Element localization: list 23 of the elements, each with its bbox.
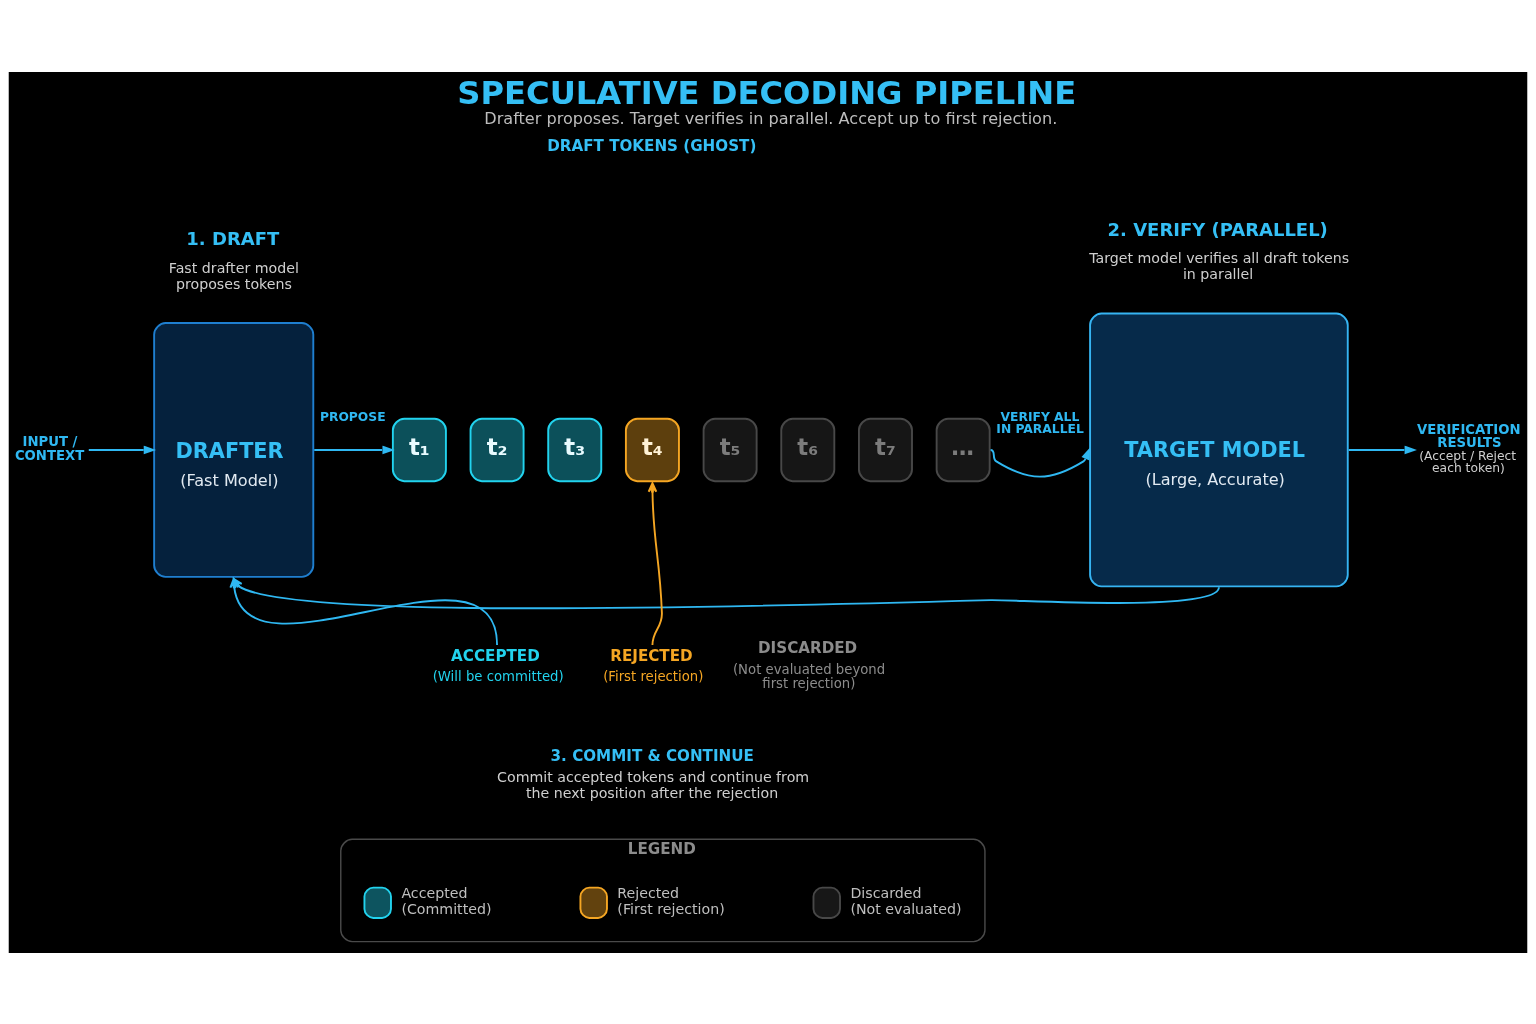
- label: (Not evaluated beyond first rejection): [732, 661, 886, 691]
- node-text: INPUT / CONTEXT: [14, 433, 85, 463]
- node-label: 2. VERIFY (PARALLEL): [1107, 218, 1328, 240]
- arrow: [313, 445, 395, 454]
- label: DRAFT TOKENS (GHOST): [547, 136, 757, 155]
- arrow: [989, 446, 1091, 478]
- label: Commit accepted tokens and continue from the next position after the rejection: [497, 768, 810, 801]
- node-text: VERIFICATION RESULTS (Accept / Reject each token): [1416, 421, 1521, 475]
- legend-label: Rejected (First rejection): [617, 884, 725, 917]
- arrow: [1347, 445, 1417, 454]
- node-label: Target model verifies all draft tokens in parallel: [1089, 249, 1350, 282]
- legend-label: Accepted (Committed): [401, 884, 492, 917]
- node-label: 1. DRAFT: [186, 227, 280, 249]
- label: 3. COMMIT & CONTINUE: [550, 746, 754, 765]
- node-label: Fast drafter model proposes tokens: [168, 259, 299, 292]
- edge-label: PROPOSE: [319, 409, 386, 424]
- label: DISCARDED: [758, 638, 858, 657]
- arrow: [647, 481, 663, 646]
- legend-label: Discarded (Not evaluated): [850, 884, 962, 917]
- node-text: REJECTED (First rejection): [603, 646, 704, 684]
- node-text: ACCEPTED (Will be committed): [432, 646, 564, 684]
- arrow: [87, 445, 157, 454]
- edge-label: VERIFY ALL IN PARALLEL: [996, 409, 1084, 436]
